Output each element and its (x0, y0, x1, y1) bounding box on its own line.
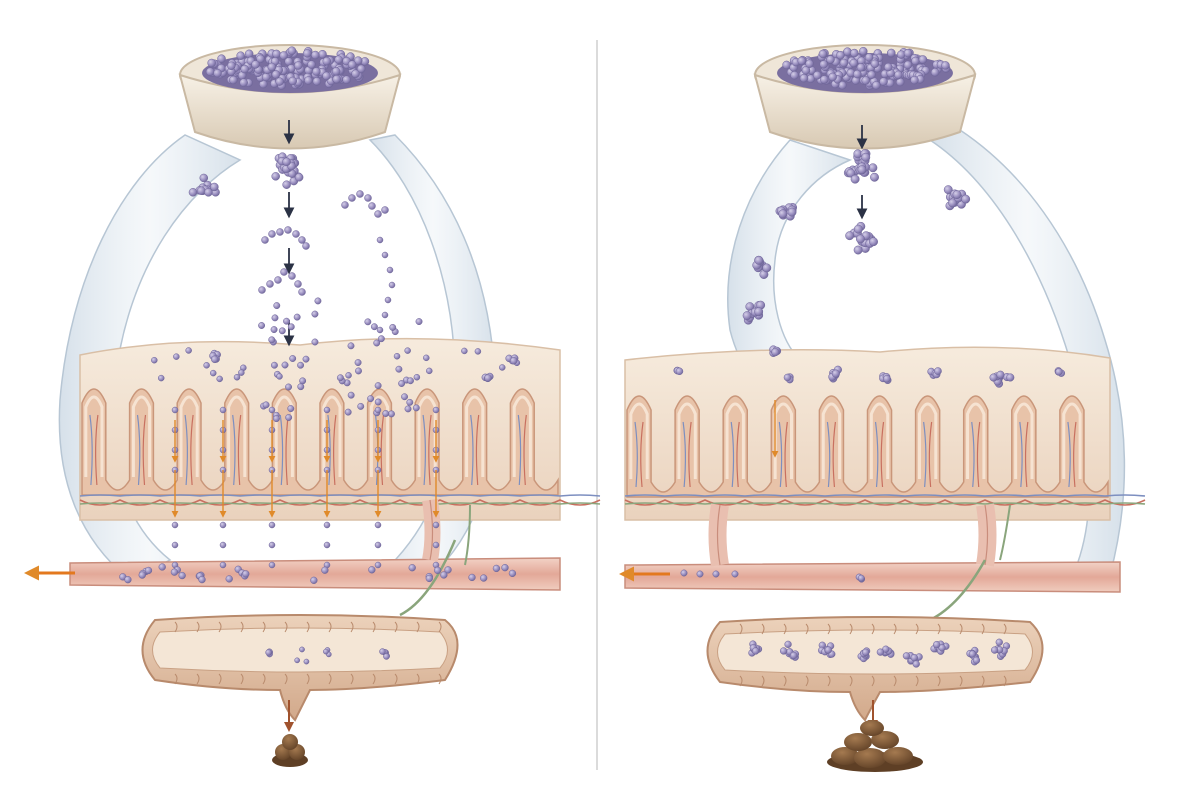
kibble-cluster (930, 640, 950, 655)
intestinal-wall (79, 337, 601, 521)
kibble-cluster (379, 648, 390, 660)
kibble-cluster (990, 638, 1011, 660)
kibble-chain (341, 190, 389, 218)
kibble-cluster (857, 647, 871, 663)
food-particles (673, 149, 1066, 668)
kibble-chain (323, 521, 331, 569)
blood-vessel (624, 503, 1121, 622)
kibble-cluster (238, 569, 250, 580)
panel-fine-digestion (24, 44, 601, 767)
kibble-cluster (1054, 367, 1066, 377)
kibble-cluster (828, 365, 842, 383)
kibble-cluster (876, 645, 895, 658)
kibble-cluster (775, 203, 798, 221)
kibble-cluster (271, 152, 304, 189)
kibble-cluster (843, 149, 879, 184)
kibble-cluster (966, 646, 981, 666)
food-bowl-icon (178, 44, 402, 150)
kibble-cluster (195, 571, 206, 584)
absorption-arrows (171, 420, 440, 518)
kibble-cluster (752, 255, 772, 279)
kibble-chain (261, 226, 310, 250)
kibble-cluster (902, 651, 923, 668)
kibble-cluster (927, 367, 942, 379)
intestinal-wall (624, 346, 1146, 521)
kibble-chain (171, 521, 179, 569)
large-intestine (141, 614, 459, 722)
villi (81, 388, 559, 496)
stool-icon (827, 720, 923, 772)
nutrient-particles (119, 563, 517, 584)
kibble-cluster (879, 372, 892, 385)
kibble-cluster (209, 349, 221, 364)
kibble-chain (432, 521, 440, 569)
kibble-cluster (748, 640, 763, 657)
kibble-cluster (783, 373, 794, 384)
kibble-cluster (505, 354, 519, 365)
kibble-cluster (845, 221, 878, 255)
kibble-chain (376, 236, 396, 334)
nutrient-particles (294, 646, 332, 665)
kibble-cluster (769, 345, 782, 357)
villi (626, 395, 1109, 498)
kibble-chain (268, 521, 276, 569)
kibble-cluster (817, 641, 836, 659)
kibble-chain (680, 569, 739, 578)
kibble-chain (258, 268, 306, 296)
kibble-cluster (138, 566, 153, 579)
large-intestine (706, 616, 1044, 722)
kibble-chain (219, 521, 227, 569)
kibble-cluster (943, 185, 971, 211)
nutrient-particles (336, 318, 423, 418)
kibble-cluster (779, 640, 800, 661)
kibble-cluster (265, 648, 273, 658)
food-particles (119, 152, 521, 665)
kibble-cluster (188, 173, 220, 197)
food-bowl-icon (753, 44, 977, 150)
kibble-chain (268, 406, 276, 474)
kibble-cluster (673, 366, 684, 376)
kibble-cluster (481, 372, 494, 383)
panel-coarse-digestion (619, 44, 1146, 772)
kibble-cluster (855, 573, 866, 583)
kibble-cluster (989, 370, 1015, 388)
kibble-chain (374, 521, 382, 569)
stool-icon (272, 734, 308, 767)
kibble-cluster (742, 300, 766, 325)
